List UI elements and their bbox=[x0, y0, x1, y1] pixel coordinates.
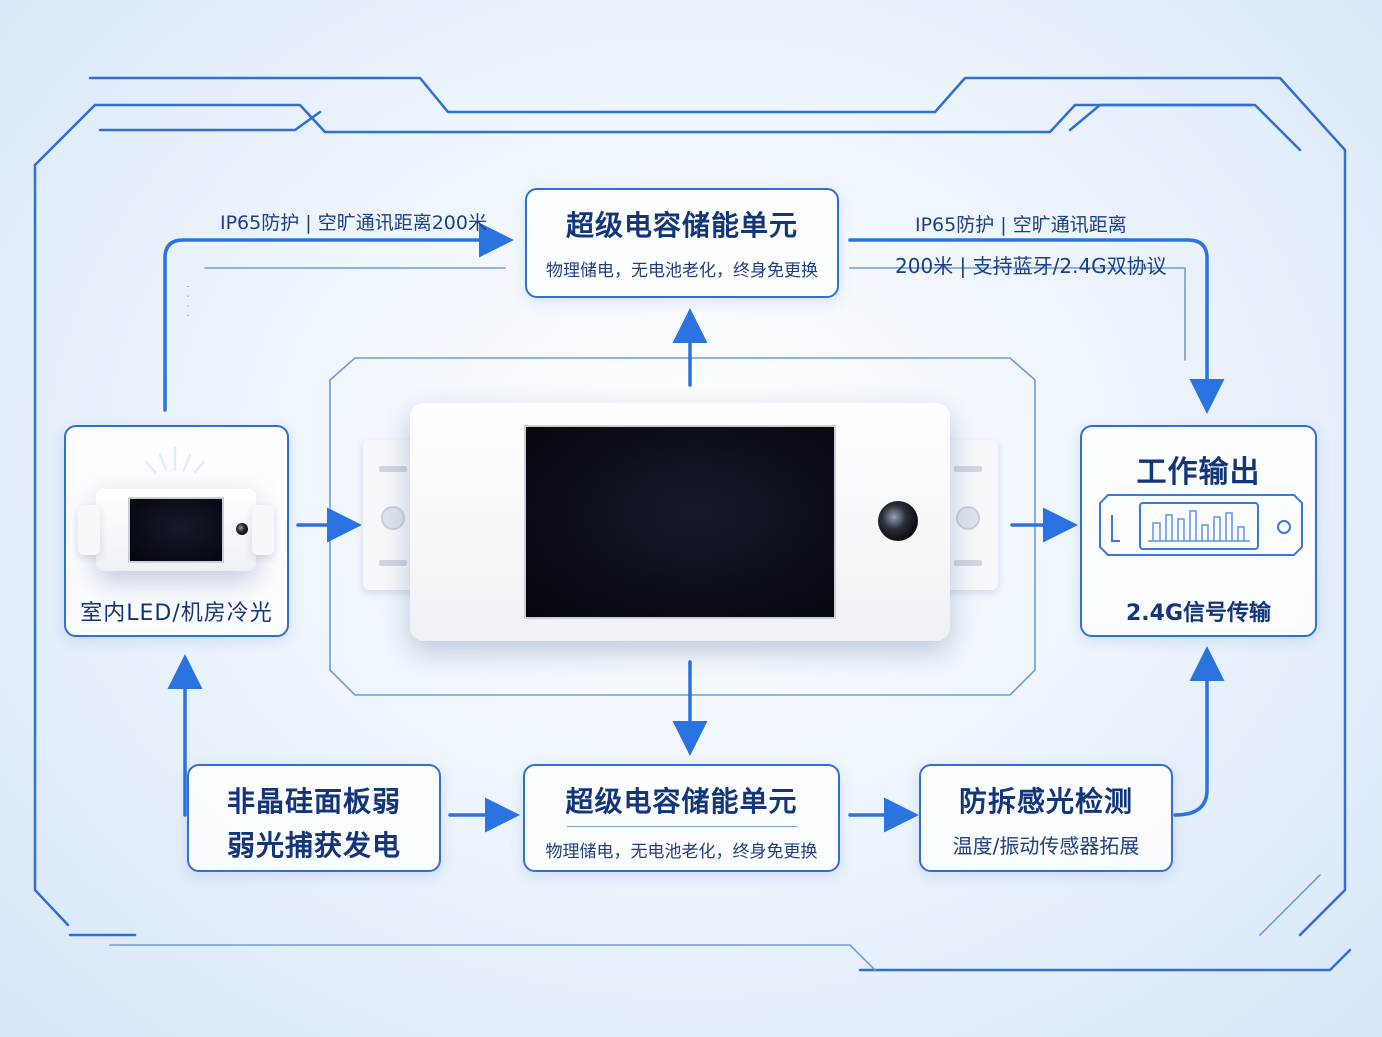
vertical-decor-text: · · · · bbox=[182, 285, 192, 320]
tamper-detect-subtitle: 温度/振动传感器拓展 bbox=[952, 834, 1140, 858]
signal-label: 2.4G信号传输 bbox=[1125, 601, 1272, 626]
tamper-detect-box: 防拆感光检测 温度/振动传感器拓展 bbox=[919, 764, 1173, 872]
note-left-top: IP65防护 | 空旷通讯距离200米 bbox=[220, 212, 487, 234]
bottom-capacitor-subtitle: 物理储电，无电池老化，终身免更换 bbox=[545, 842, 818, 862]
light-source-box: 室内LED/机房冷光 bbox=[64, 425, 289, 637]
bottom-capacitor-box: 超级电容储能单元 物理储电，无电池老化，终身免更换 bbox=[523, 764, 840, 872]
top-capacitor-box: 超级电容储能单元 物理储电，无电池老化，终身免更换 bbox=[525, 188, 839, 298]
small-device-tab-left bbox=[78, 505, 100, 555]
main-device-light-sensor bbox=[878, 501, 918, 541]
small-device-screen bbox=[128, 497, 224, 563]
main-device bbox=[410, 403, 950, 641]
signal-chart-icon bbox=[1099, 494, 1303, 556]
small-device-tab-right bbox=[252, 505, 274, 555]
top-capacitor-title: 超级电容储能单元 bbox=[565, 209, 798, 242]
tamper-detect-title: 防拆感光检测 bbox=[958, 785, 1133, 818]
work-output-title: 工作输出 bbox=[1136, 455, 1261, 490]
note-right-top-line2: 200米 | 支持蓝牙/2.4G双协议 bbox=[895, 254, 1167, 278]
solar-panel-line2: 弱光捕获发电 bbox=[226, 829, 401, 862]
bottom-capacitor-title: 超级电容储能单元 bbox=[565, 785, 798, 818]
light-source-label: 室内LED/机房冷光 bbox=[80, 601, 273, 626]
solar-panel-box: 非晶硅面板弱 弱光捕获发电 bbox=[187, 764, 441, 872]
main-device-screen bbox=[524, 425, 836, 619]
small-device-icon bbox=[96, 489, 256, 571]
top-capacitor-subtitle: 物理储电，无电池老化，终身免更换 bbox=[546, 261, 818, 281]
note-right-top-line1: IP65防护 | 空旷通讯距离 bbox=[915, 214, 1127, 236]
work-output-box: 工作输出 2.4G信号传输 bbox=[1080, 425, 1317, 637]
solar-panel-line1: 非晶硅面板弱 bbox=[226, 785, 401, 818]
small-device-sensor bbox=[236, 523, 248, 535]
